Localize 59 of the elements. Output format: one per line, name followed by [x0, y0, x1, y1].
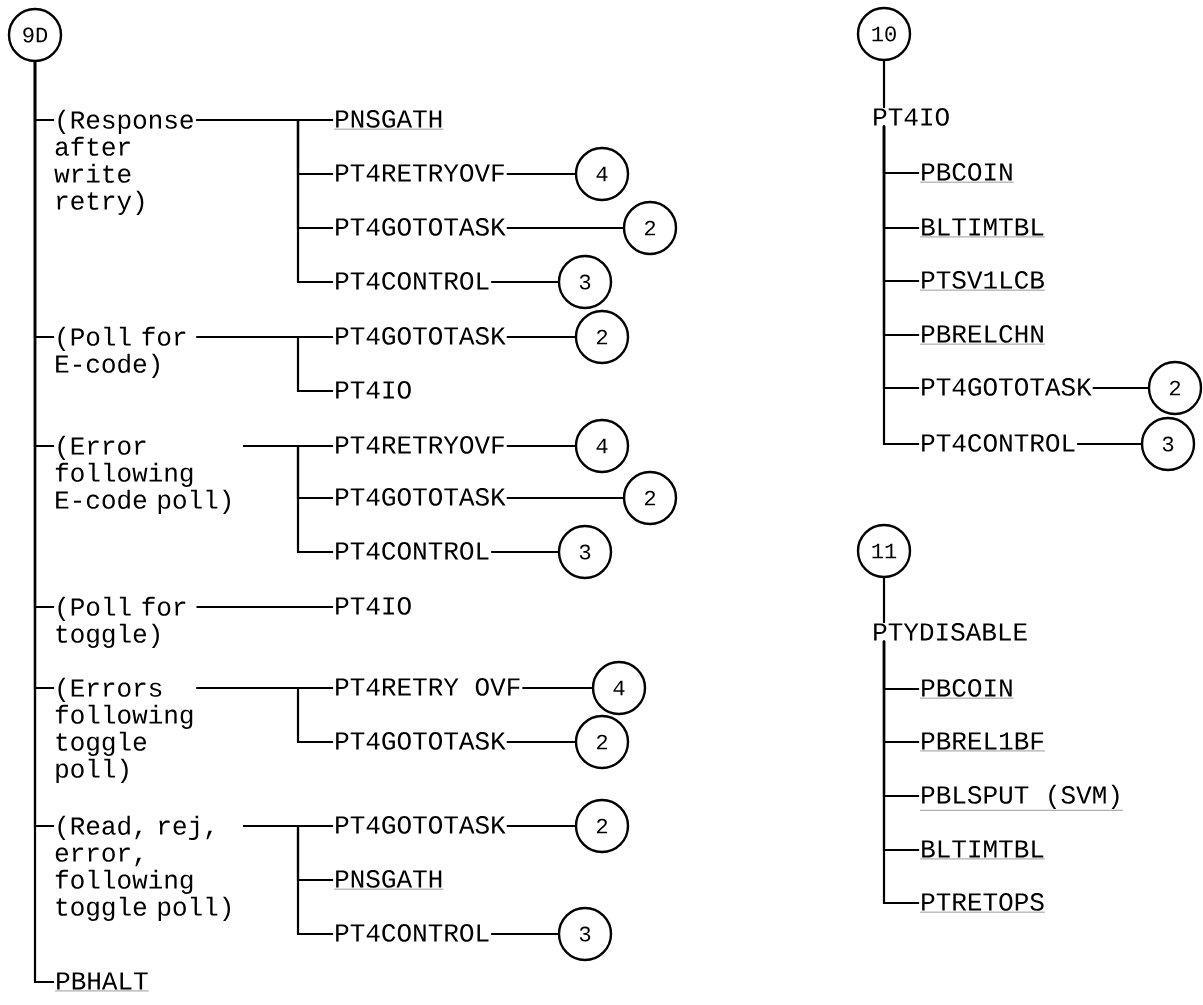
- connector-line: [882, 125, 920, 446]
- connector-line: [196, 335, 334, 393]
- routine-name: PT4GOTOTASK: [336, 488, 506, 506]
- routine-name: PT4GOTOTASK: [336, 816, 506, 834]
- connector-line: [506, 335, 576, 339]
- connector-line: [491, 280, 559, 284]
- condition-text: (Read, rej, error, following toggle poll): [55, 815, 230, 921]
- routine-name: PBCOIN: [919, 679, 1014, 699]
- connector-line: [506, 172, 576, 176]
- routine-name: PT4GOTOTASK: [336, 218, 506, 236]
- routine-name: PBHALT: [54, 972, 149, 992]
- connector-line: [522, 686, 593, 690]
- connector-line: [196, 686, 334, 744]
- routine-name: PT4RETRYOVF: [336, 436, 504, 454]
- condition-text: (Poll for E-code): [56, 326, 186, 378]
- condition-text: (Poll for toggle): [56, 596, 186, 648]
- routine-name: BLTIMTBL: [919, 840, 1046, 860]
- routine-name: PT4RETRYOVF: [336, 164, 504, 182]
- routine-name: PBREL1BF: [919, 732, 1046, 752]
- routine-name: PT4GOTOTASK: [922, 378, 1092, 396]
- routine-name: PT4CONTROL: [336, 924, 489, 942]
- connector-line: [243, 444, 334, 554]
- connector-line: [882, 640, 920, 905]
- routine-name: PNSGATH: [333, 870, 444, 890]
- connector-line: [882, 577, 886, 624]
- routine-name: PBCOIN: [919, 163, 1014, 183]
- condition-text: (Response after write retry): [54, 109, 193, 215]
- connector-line: [506, 444, 576, 448]
- routine-name: PTSV1LCB: [919, 271, 1046, 291]
- connector-line: [33, 61, 55, 984]
- routine-name: BLTIMTBL: [919, 218, 1046, 238]
- connector-line: [491, 932, 559, 936]
- connector-line: [506, 740, 576, 744]
- connector-line: [491, 550, 559, 554]
- connector-line: [1092, 386, 1149, 390]
- connector-line: [882, 60, 886, 109]
- connector-line: [506, 824, 576, 828]
- connector-line: [243, 824, 334, 936]
- connector-line: [506, 226, 624, 230]
- connector-line: [1077, 442, 1142, 446]
- routine-name: PT4GOTOTASK: [336, 327, 506, 345]
- condition-text: (Error following E-code poll): [55, 435, 230, 514]
- routine-name: PTRETOPS: [919, 893, 1046, 913]
- connector-line: [196, 118, 334, 284]
- condition-text: (Errors following toggle poll): [55, 677, 193, 783]
- routine-name: PT4CONTROL: [336, 542, 489, 560]
- routine-name: PT4IO: [336, 597, 411, 615]
- routine-name: PT4CONTROL: [922, 434, 1075, 452]
- routine-name: PT4IO: [336, 381, 411, 399]
- routine-name: PBLSPUT (SVM): [919, 784, 1124, 811]
- routine-name: PNSGATH: [333, 110, 444, 130]
- connector-line: [506, 496, 624, 500]
- routine-name: PT4GOTOTASK: [336, 732, 506, 750]
- routine-name: PBRELCHN: [919, 325, 1046, 345]
- routine-name: PT4IO: [874, 108, 949, 126]
- connector-line: [196, 605, 334, 609]
- routine-name: PT4CONTROL: [336, 272, 489, 290]
- routine-name: PT4RETRY OVF: [336, 678, 520, 696]
- routine-name: PTYDISABLE: [874, 623, 1027, 641]
